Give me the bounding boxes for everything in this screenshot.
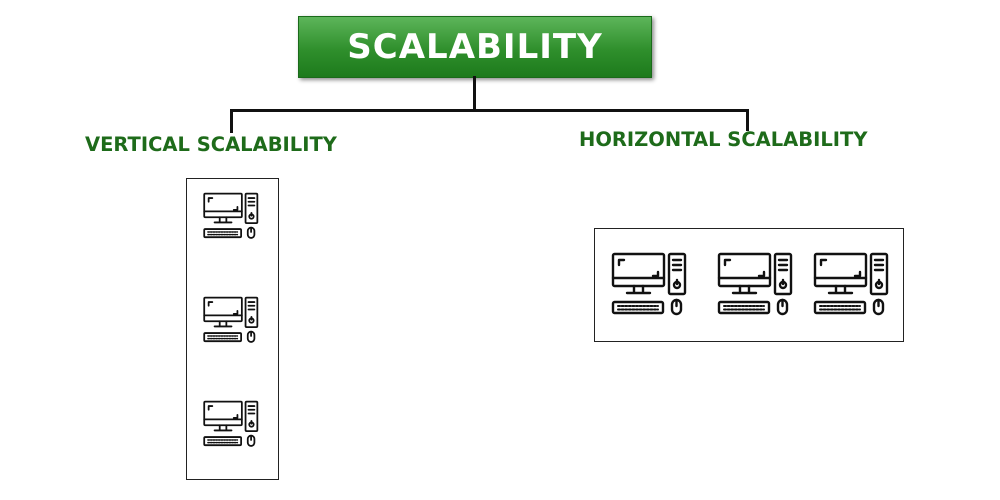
horizontal-branch-line bbox=[230, 109, 749, 112]
horizontal-scalability-frame bbox=[594, 228, 904, 342]
vertical-scalability-frame bbox=[186, 178, 279, 480]
horizontal-scalability-label: HORIZONTAL SCALABILITY bbox=[579, 128, 868, 151]
trunk-line bbox=[473, 76, 476, 111]
desktop-computer-icon bbox=[717, 252, 793, 316]
desktop-computer-icon bbox=[611, 252, 687, 316]
desktop-computer-icon bbox=[203, 400, 259, 447]
left-drop-line bbox=[230, 109, 233, 133]
desktop-computer-icon bbox=[203, 296, 259, 343]
right-drop-line bbox=[746, 109, 749, 131]
desktop-computer-icon bbox=[813, 252, 889, 316]
scalability-title: SCALABILITY bbox=[347, 27, 603, 67]
scalability-title-box: SCALABILITY bbox=[298, 16, 652, 78]
desktop-computer-icon bbox=[203, 192, 259, 239]
vertical-scalability-label: VERTICAL SCALABILITY bbox=[85, 133, 337, 156]
